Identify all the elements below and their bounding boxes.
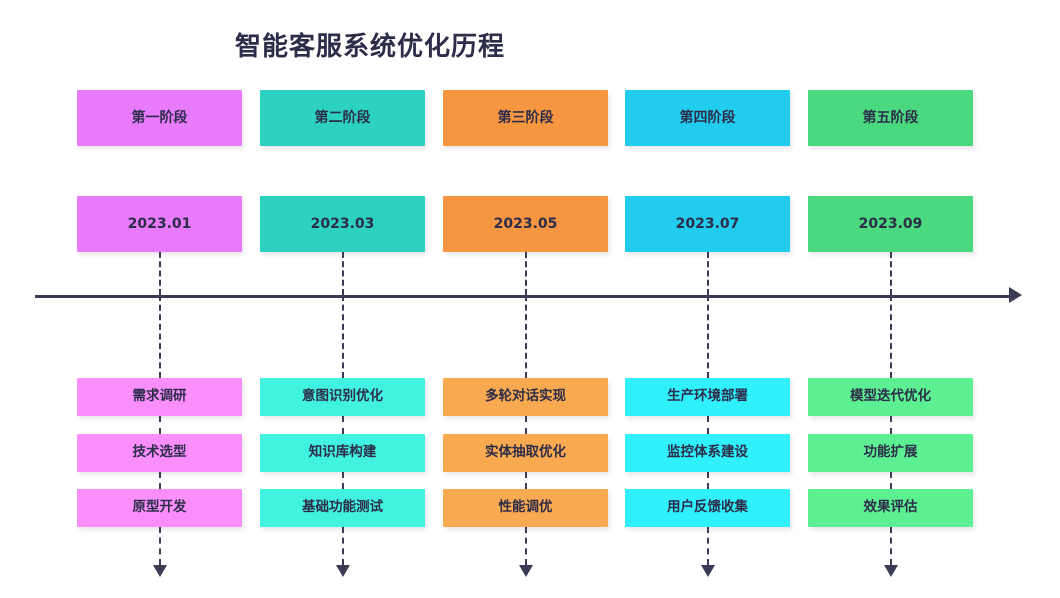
task-box-1-1[interactable]: 需求调研 [77, 378, 242, 416]
task-box-1-2[interactable]: 技术选型 [77, 434, 242, 472]
connector-axis-to-tasks-1 [158, 295, 161, 378]
connector-task-4-2 [706, 472, 709, 489]
task-box-2-2[interactable]: 知识库构建 [260, 434, 425, 472]
task-box-4-3[interactable]: 用户反馈收集 [625, 489, 790, 527]
phase-header-label: 第五阶段 [862, 109, 919, 126]
phase-header-box-3[interactable]: 第三阶段 [443, 90, 608, 146]
connector-task-5-2 [889, 472, 892, 489]
connector-tail-2 [341, 527, 344, 565]
task-label: 监控体系建设 [667, 444, 748, 461]
connector-tail-3 [524, 527, 527, 565]
phase-date-label: 2023.03 [310, 215, 375, 232]
connector-task-5-1 [889, 416, 892, 434]
connector-date-to-axis-1 [158, 252, 161, 295]
connector-task-3-1 [524, 416, 527, 434]
phase-header-box-4[interactable]: 第四阶段 [625, 90, 790, 146]
phase-date-box-1[interactable]: 2023.01 [77, 196, 242, 252]
task-box-3-2[interactable]: 实体抽取优化 [443, 434, 608, 472]
phase-header-box-2[interactable]: 第二阶段 [260, 90, 425, 146]
arrow-down-icon-4 [700, 565, 715, 577]
phase-header-box-1[interactable]: 第一阶段 [77, 90, 242, 146]
connector-date-to-axis-4 [706, 252, 709, 295]
arrow-right-icon [1009, 287, 1022, 303]
connector-axis-to-tasks-5 [889, 295, 892, 378]
task-label: 用户反馈收集 [667, 499, 748, 516]
phase-date-label: 2023.07 [675, 215, 740, 232]
page-title: 智能客服系统优化历程 [234, 32, 505, 62]
task-label: 意图识别优化 [302, 388, 383, 405]
phase-date-label: 2023.01 [127, 215, 192, 232]
task-box-1-3[interactable]: 原型开发 [77, 489, 242, 527]
connector-date-to-axis-2 [341, 252, 344, 295]
connector-task-1-2 [158, 472, 161, 489]
phase-date-box-2[interactable]: 2023.03 [260, 196, 425, 252]
arrow-down-icon-5 [883, 565, 898, 577]
phase-date-box-3[interactable]: 2023.05 [443, 196, 608, 252]
task-label: 生产环境部署 [667, 388, 748, 405]
task-label: 多轮对话实现 [485, 388, 566, 405]
phase-date-box-4[interactable]: 2023.07 [625, 196, 790, 252]
connector-axis-to-tasks-3 [524, 295, 527, 378]
arrow-down-icon-2 [335, 565, 350, 577]
task-label: 功能扩展 [863, 444, 918, 461]
connector-task-2-2 [341, 472, 344, 489]
phase-header-label: 第四阶段 [679, 109, 736, 126]
connector-task-1-1 [158, 416, 161, 434]
task-box-4-1[interactable]: 生产环境部署 [625, 378, 790, 416]
task-label: 性能调优 [498, 499, 553, 516]
task-label: 需求调研 [132, 388, 187, 405]
phase-date-box-5[interactable]: 2023.09 [808, 196, 973, 252]
task-box-5-1[interactable]: 模型迭代优化 [808, 378, 973, 416]
task-label: 效果评估 [863, 499, 918, 516]
phase-date-label: 2023.09 [858, 215, 923, 232]
task-label: 实体抽取优化 [485, 444, 566, 461]
task-label: 基础功能测试 [302, 499, 383, 516]
task-box-5-2[interactable]: 功能扩展 [808, 434, 973, 472]
connector-task-3-2 [524, 472, 527, 489]
task-box-3-3[interactable]: 性能调优 [443, 489, 608, 527]
connector-axis-to-tasks-4 [706, 295, 709, 378]
task-label: 技术选型 [132, 444, 187, 461]
phase-header-label: 第一阶段 [131, 109, 188, 126]
arrow-down-icon-1 [152, 565, 167, 577]
connector-date-to-axis-3 [524, 252, 527, 295]
connector-tail-5 [889, 527, 892, 565]
connector-axis-to-tasks-2 [341, 295, 344, 378]
task-box-3-1[interactable]: 多轮对话实现 [443, 378, 608, 416]
task-box-4-2[interactable]: 监控体系建设 [625, 434, 790, 472]
phase-header-label: 第三阶段 [497, 109, 554, 126]
arrow-down-icon-3 [518, 565, 533, 577]
connector-task-4-1 [706, 416, 709, 434]
task-label: 模型迭代优化 [850, 388, 931, 405]
connector-tail-1 [158, 527, 161, 565]
phase-date-label: 2023.05 [493, 215, 558, 232]
task-label: 原型开发 [132, 499, 187, 516]
phase-header-label: 第二阶段 [314, 109, 371, 126]
connector-tail-4 [706, 527, 709, 565]
phase-header-box-5[interactable]: 第五阶段 [808, 90, 973, 146]
connector-task-2-1 [341, 416, 344, 434]
task-box-2-3[interactable]: 基础功能测试 [260, 489, 425, 527]
task-box-2-1[interactable]: 意图识别优化 [260, 378, 425, 416]
task-label: 知识库构建 [308, 444, 377, 461]
connector-date-to-axis-5 [889, 252, 892, 295]
task-box-5-3[interactable]: 效果评估 [808, 489, 973, 527]
